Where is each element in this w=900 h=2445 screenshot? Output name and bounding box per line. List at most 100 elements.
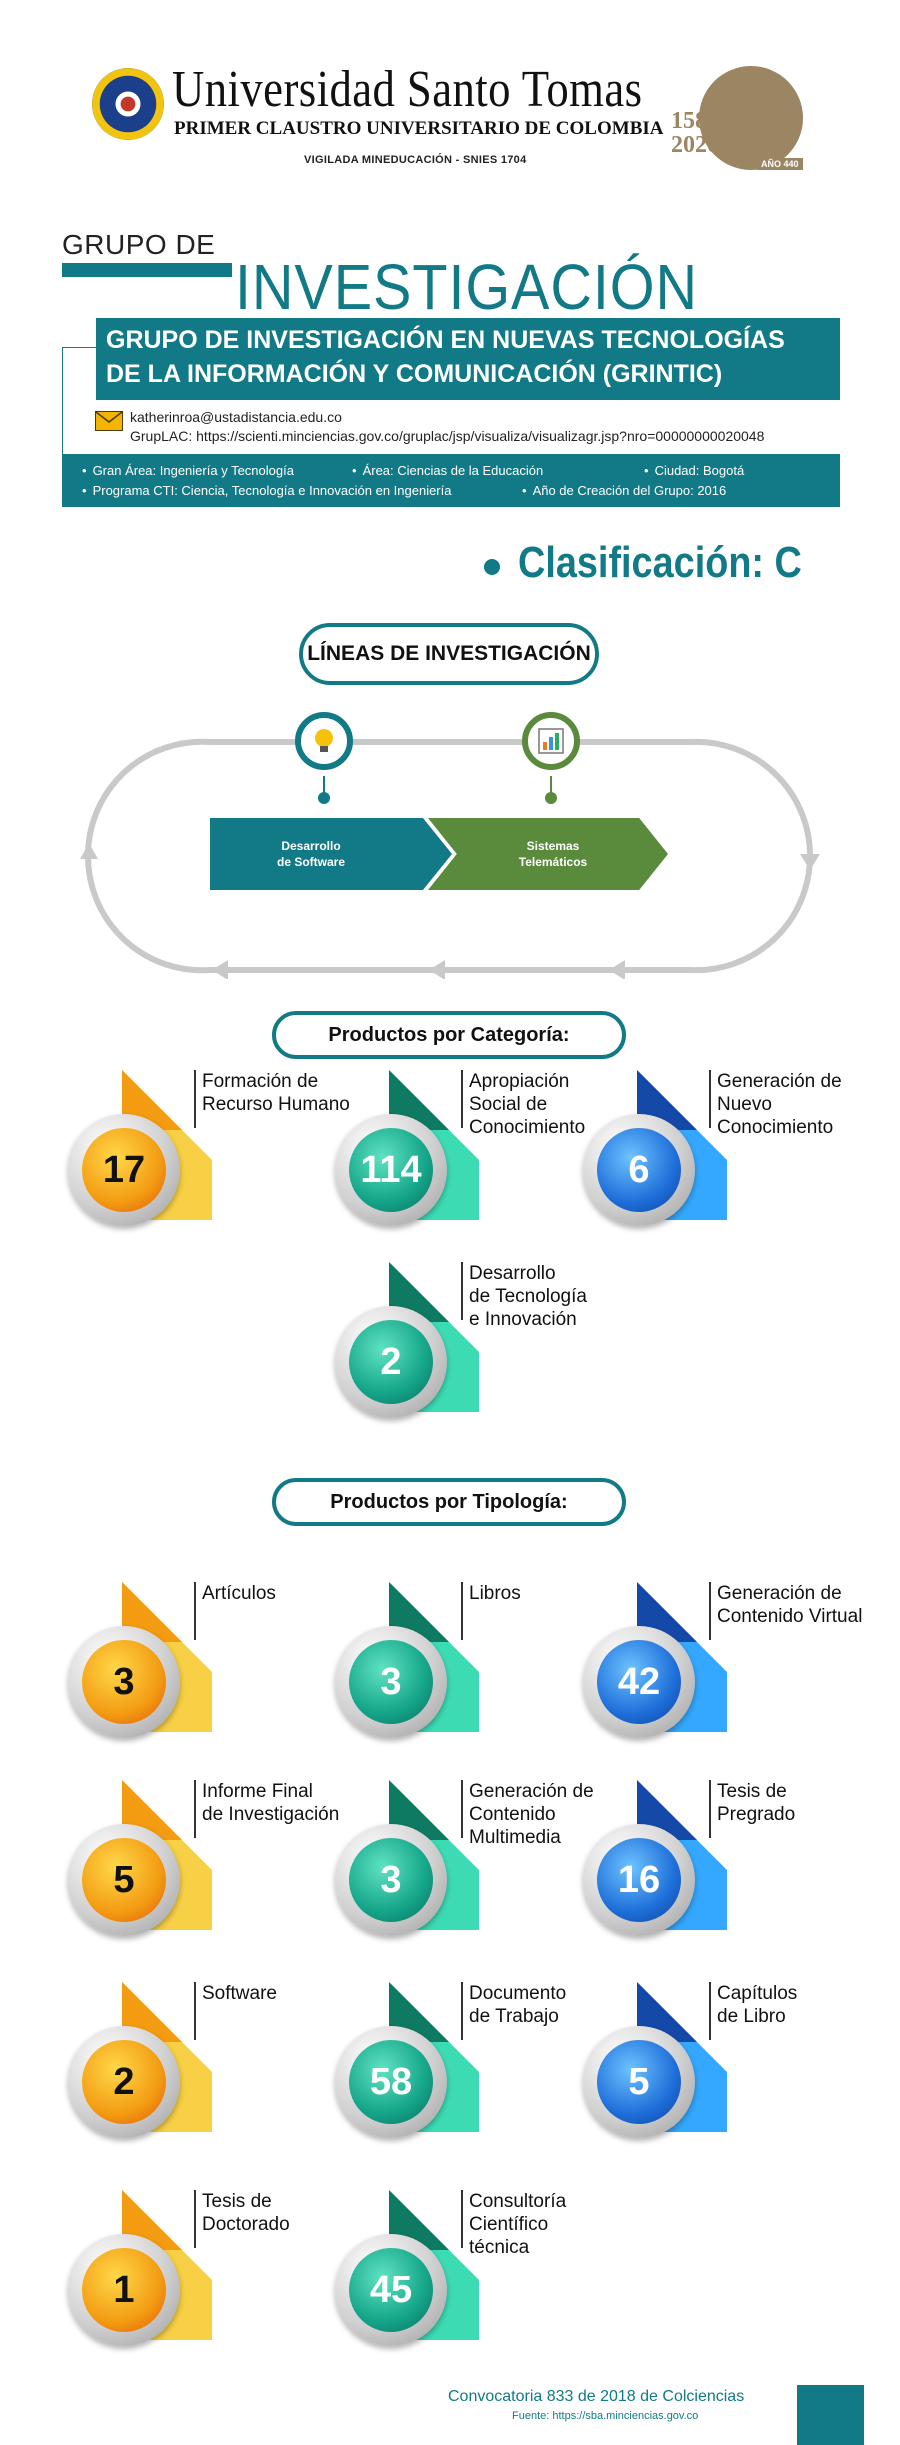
- tipologia-label-line: Capítulos: [717, 1983, 798, 2004]
- linea-software-line1: Desarrollo: [281, 838, 341, 853]
- fact-ciudad: Ciudad: Bogotá: [644, 463, 745, 478]
- tipologia-ring: 42: [583, 1626, 695, 1738]
- tipologia-ring: 5: [583, 2026, 695, 2138]
- footer-fuente[interactable]: Fuente: https://sba.minciencias.gov.co: [512, 2410, 699, 2422]
- tipologia-value: 5: [82, 1838, 166, 1922]
- tipologia-label-line: Generación de: [717, 1583, 842, 1604]
- categoria-ring: 6: [583, 1114, 695, 1226]
- categoria-label-tick: [709, 1070, 711, 1128]
- tipologia-ring: 1: [68, 2234, 180, 2346]
- tipologia-label-line: Libros: [469, 1583, 521, 1604]
- tipologia-label-tick: [461, 1780, 463, 1838]
- tipologia-label-tick: [709, 1582, 711, 1640]
- categoria-label-tick: [461, 1262, 463, 1320]
- tipologia-value: 3: [82, 1640, 166, 1724]
- categoria-label-line: Formación de: [202, 1071, 319, 1092]
- anniversary-year-start: 1580: [671, 108, 719, 134]
- tipologia-label-tick: [461, 1582, 463, 1640]
- tipologia-value: 5: [597, 2040, 681, 2124]
- group-name-line1: GRUPO DE INVESTIGACIÓN EN NUEVAS TECNOLO…: [106, 326, 785, 354]
- tipologia-value: 3: [349, 1640, 433, 1724]
- vigilada-text: VIGILADA MINEDUCACIÓN - SNIES 1704: [304, 154, 527, 166]
- categoria-label-line: de Tecnología: [469, 1286, 587, 1307]
- tipologia-label-tick: [461, 2190, 463, 2248]
- footer-convocatoria: Convocatoria 833 de 2018 de Colciencias: [448, 2388, 745, 2405]
- categoria-title: Productos por Categoría:: [272, 1011, 626, 1059]
- tipologia-label-line: Contenido: [469, 1804, 556, 1825]
- tipologia-value: 45: [349, 2248, 433, 2332]
- tipologia-label-tick: [194, 1982, 196, 2040]
- fact-area: Área: Ciencias de la Educación: [352, 463, 544, 478]
- tipologia-value: 58: [349, 2040, 433, 2124]
- linea-software-line2: de Software: [276, 855, 345, 869]
- categoria-label-line: e Innovación: [469, 1309, 577, 1330]
- tipologia-label-line: de Trabajo: [469, 2006, 559, 2027]
- linea-chevron-software: Desarrollo de Software: [210, 818, 452, 890]
- group-facts-band: Gran Área: Ingeniería y Tecnología Área:…: [62, 455, 840, 507]
- chart-icon: [538, 728, 564, 754]
- lineas-loop-diagram: [80, 738, 820, 979]
- tipologia-ring: 3: [335, 1824, 447, 1936]
- lineas-title: LÍNEAS DE INVESTIGACIÓN: [299, 623, 599, 685]
- tipologia-label-line: Multimedia: [469, 1827, 561, 1848]
- linea-telematicos-line1: Sistemas: [526, 838, 580, 853]
- tipologia-label-tick: [194, 1582, 196, 1640]
- anniversary-year-end: 2020: [671, 132, 719, 158]
- clasificacion-bullet: [484, 559, 500, 575]
- university-subtitle: PRIMER CLAUSTRO UNIVERSITARIO DE COLOMBI…: [174, 118, 664, 139]
- tipologia-label: Software: [202, 1982, 277, 2005]
- linea-node-software: [295, 712, 353, 770]
- tipologia-label-line: Software: [202, 1983, 277, 2004]
- linea-chevron-telematicos: Sistemas Telemáticos: [428, 818, 668, 890]
- tipologia-title: Productos por Tipología:: [272, 1478, 626, 1526]
- tipologia-ring: 16: [583, 1824, 695, 1936]
- linea-node-telematicos: [522, 712, 580, 770]
- tipologia-label-line: Documento: [469, 1983, 567, 2004]
- tipologia-label-line: Consultoría: [469, 2191, 567, 2212]
- categoria-value: 2: [349, 1320, 433, 1404]
- categoria-label-line: Apropiación: [469, 1071, 570, 1092]
- tipologia-label-line: Informe Final: [202, 1781, 313, 1802]
- tipologia-label: Libros: [469, 1582, 521, 1605]
- contact-email[interactable]: katherinroa@ustadistancia.edu.co: [130, 409, 342, 425]
- tipologia-label-line: Contenido Virtual: [717, 1606, 863, 1627]
- gruplac-link[interactable]: GrupLAC: https://scienti.minciencias.gov…: [130, 428, 765, 444]
- tipologia-ring: 2: [68, 2026, 180, 2138]
- tipologia-label-tick: [194, 2190, 196, 2248]
- fact-programa: Programa CTI: Ciencia, Tecnología e Inno…: [82, 483, 452, 498]
- linea-dot-telematicos: [545, 792, 557, 804]
- tipologia-ring: 3: [68, 1626, 180, 1738]
- tipologia-ring: 3: [335, 1626, 447, 1738]
- tipologia-ring: 45: [335, 2234, 447, 2346]
- tipologia-ring: 5: [68, 1824, 180, 1936]
- tipologia-label-line: Generación de: [469, 1781, 594, 1802]
- fact-gran-area: Gran Área: Ingeniería y Tecnología: [82, 463, 294, 478]
- tipologia-ring: 58: [335, 2026, 447, 2138]
- categoria-label-line: Generación de: [717, 1071, 842, 1092]
- footer-accent-square: [797, 2385, 864, 2445]
- tipologia-label-tick: [194, 1780, 196, 1838]
- linea-connector-telematicos: [550, 776, 552, 796]
- anniversary-emblem: [699, 66, 803, 170]
- university-name: Universidad Santo Tomas: [172, 61, 643, 118]
- categoria-label-line: Social de: [469, 1094, 548, 1115]
- fact-anio: Año de Creación del Grupo: 2016: [522, 483, 727, 498]
